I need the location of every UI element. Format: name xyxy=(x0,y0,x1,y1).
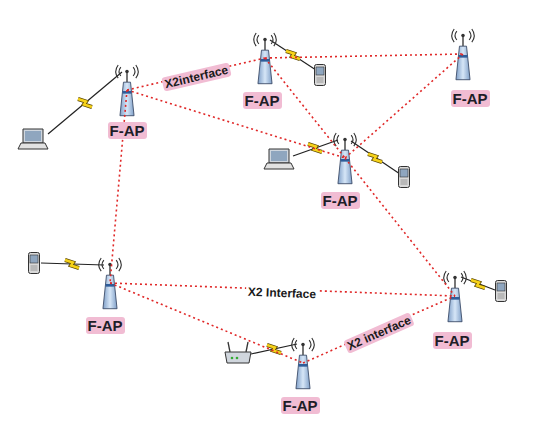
access-point-label: F-AP xyxy=(86,317,125,334)
wireless-bolt xyxy=(65,260,79,268)
cell-outline xyxy=(262,128,467,263)
tower-icon xyxy=(292,338,315,389)
wireless-bolt xyxy=(78,99,92,107)
cell-outline xyxy=(330,8,520,160)
laptop-icon xyxy=(18,129,48,149)
x2-link xyxy=(110,90,127,283)
cell-circle: F-AP xyxy=(198,310,378,438)
user-devices xyxy=(18,65,507,364)
interface-label: X2 Interface xyxy=(246,284,319,301)
access-point-label: F-AP xyxy=(433,332,472,349)
radio-link xyxy=(270,40,316,70)
cell-ellipse xyxy=(5,206,153,364)
wireless-bolt xyxy=(286,51,300,59)
cell-circle: F-AP xyxy=(262,128,467,263)
x2-link xyxy=(265,54,463,58)
cell-ellipse xyxy=(199,311,377,437)
access-point-label: F-AP xyxy=(281,397,320,414)
cell-circle: F-AP xyxy=(4,30,182,190)
x2-link xyxy=(303,296,455,363)
cell-ellipse xyxy=(263,129,466,262)
phone-icon xyxy=(399,167,410,188)
access-point-label: F-AP xyxy=(451,90,490,107)
access-point-label: F-AP xyxy=(321,192,360,209)
x2-link xyxy=(345,54,463,158)
wireless-bolt xyxy=(368,154,382,162)
wireless-bolt xyxy=(267,345,281,353)
access-point-label: F-AP xyxy=(243,92,282,109)
cell-outline xyxy=(4,205,154,365)
wireless-bolts xyxy=(65,51,485,353)
phone-icon xyxy=(315,65,326,86)
radio-links xyxy=(41,40,495,354)
access-point-towers xyxy=(99,29,475,389)
phone-icon xyxy=(496,281,507,302)
x2-link xyxy=(127,90,345,158)
radio-link xyxy=(293,140,338,156)
wireless-bolt xyxy=(471,280,485,288)
x2-link xyxy=(345,158,455,296)
laptop-icon xyxy=(264,149,294,169)
cell-outline xyxy=(198,310,378,438)
cell-ellipse xyxy=(5,31,181,189)
cell-circle: F-AP xyxy=(4,205,154,365)
interface-label: X2interface xyxy=(161,62,231,91)
interface-label: X2 interface xyxy=(343,312,415,354)
radio-link xyxy=(251,344,297,354)
phone-icon xyxy=(29,253,40,274)
cell-outline xyxy=(4,30,182,190)
modem-icon xyxy=(225,342,251,363)
cell-circle: F-AP xyxy=(330,8,520,160)
radio-link xyxy=(351,141,400,174)
cell-ellipse xyxy=(331,9,519,159)
access-point-label: F-AP xyxy=(108,122,147,139)
